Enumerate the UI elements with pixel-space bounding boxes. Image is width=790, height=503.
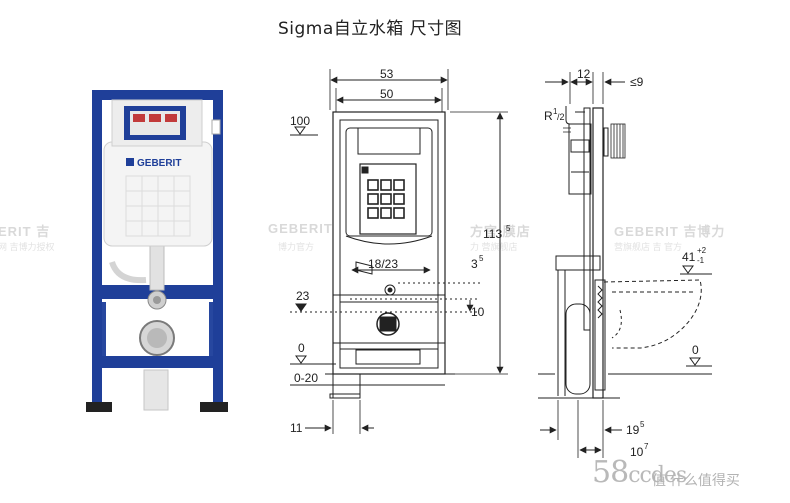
front-view — [290, 69, 508, 434]
footer-logo-tail: ccdes — [628, 463, 687, 488]
pipe-label-sub: /2 — [557, 112, 565, 122]
watermark-subtext: 力 营旗舰店 — [470, 242, 518, 252]
dim-height: 113 — [483, 227, 502, 241]
dim-pan-height: 41 — [682, 250, 696, 264]
watermark-text: GEBERIT 吉博力 — [614, 224, 726, 239]
watermark-subtext: 网 吉博力授权 — [0, 242, 55, 252]
watermark-text: ERIT 吉 — [0, 224, 51, 239]
dim-floor-range: 0-20 — [294, 371, 318, 385]
dim-width-outer: 53 — [380, 67, 394, 81]
footer-caption: 值 什么值得买 — [652, 472, 740, 488]
side-level-0: 0 — [692, 343, 699, 357]
footer-logo: 58ccdes — [592, 455, 687, 490]
drain-outlet-icon — [376, 312, 400, 336]
watermark-subtext: 博力官方 — [278, 242, 315, 252]
footer-logo-number: 58 — [592, 455, 629, 490]
frame-right-upright — [213, 92, 223, 410]
product-photo: GEBERIT — [86, 90, 228, 412]
flush-plate — [359, 163, 417, 235]
dim-width-inner: 50 — [380, 87, 394, 101]
frame-low-rail — [98, 356, 218, 368]
dim-offset-small-sup: 5 — [479, 254, 484, 263]
page-title: Sigma自立水箱 尺寸图 — [278, 19, 463, 39]
watermark-text: GEBERIT — [268, 221, 333, 236]
pipe-label-sup: 1 — [553, 107, 558, 116]
brand-label: GEBERIT — [137, 158, 181, 169]
frame-foot-right — [200, 402, 228, 412]
side-view — [538, 72, 712, 458]
dim-depth-lower-sup: 7 — [644, 442, 649, 451]
dim-pan-tol-down: -1 — [697, 256, 705, 265]
dim-top-level: 100 — [290, 114, 310, 128]
dim-pan-tol-up: +2 — [697, 246, 707, 255]
valve-icon — [384, 284, 396, 296]
dim-offset-small: 3 — [471, 257, 478, 271]
level-0: 0 — [298, 341, 305, 355]
pipe-label: R — [544, 109, 553, 123]
frame-top-rail — [92, 90, 223, 100]
dim-depth-bottom: 19 — [626, 423, 640, 437]
dim-plate-spacing: 18/23 — [368, 257, 398, 271]
brand-logo-icon — [126, 158, 134, 166]
dim-depth-bottom-sup: 5 — [640, 420, 645, 429]
frame-left-upright — [92, 92, 102, 410]
dim-depth-top: 12 — [577, 67, 591, 81]
watermark-subtext: 营旗舰店 吉 官方 — [614, 242, 683, 252]
dim-depth-max: ≤9 — [630, 75, 644, 89]
dim-foot-offset: 11 — [290, 421, 303, 435]
frame-foot-left — [86, 402, 112, 412]
dim-height-sup: 5 — [506, 224, 511, 233]
level-23: 23 — [296, 289, 310, 303]
dim-depth-lower: 10 — [630, 445, 644, 459]
dim-level-10: 10 — [471, 305, 485, 319]
